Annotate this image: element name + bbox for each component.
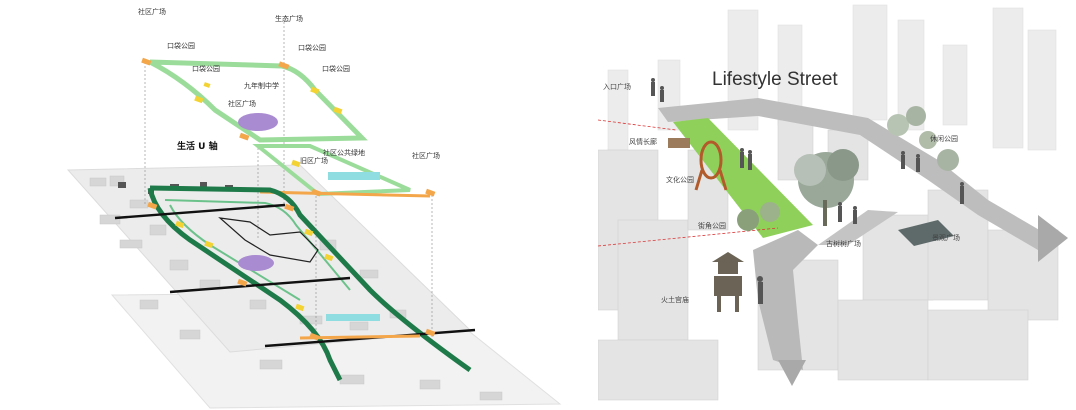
lower-orange-edge	[299, 334, 421, 340]
green-space-cyan-area	[328, 172, 380, 180]
label-school-plaza: 旧区广场	[300, 156, 328, 165]
landscape-pond	[898, 220, 954, 246]
label-community-green: 社区公共绿地	[323, 148, 365, 157]
label-landscape-plaza: 景观广场	[932, 233, 960, 242]
label-pocket-park-4: 口袋公园	[322, 64, 350, 73]
label-leisure-park: 休闲公园	[930, 134, 958, 143]
lifestyle-street-illustration: Lifestyle Street 入口广场 风情长廊 文化公园 街角公园 古树树…	[598, 0, 1076, 410]
label-pocket-park: 街角公园	[698, 221, 726, 230]
label-entrance-plaza: 入口广场	[603, 82, 631, 91]
label-pocket-park-2: 口袋公园	[298, 43, 326, 52]
guide-lines	[144, 22, 433, 340]
street-arrow-right	[1038, 215, 1068, 262]
school-purple-area-lower	[238, 255, 274, 271]
trees	[737, 106, 959, 231]
school-purple-area	[238, 113, 278, 131]
lower-nodes	[147, 201, 436, 341]
label-community-plaza-top: 社区广场	[138, 7, 166, 16]
label-culture-park: 文化公园	[666, 175, 694, 184]
street-title: Lifestyle Street	[712, 69, 838, 90]
sculpture	[694, 140, 728, 191]
street-path	[658, 98, 1068, 386]
label-folk-culture: 火土宫庙	[661, 295, 689, 304]
label-life-u-axis: 生活 U 轴	[177, 140, 218, 152]
label-pocket-park-1: 口袋公园	[167, 41, 195, 50]
label-ninth-middle-school: 九年制中学	[244, 81, 279, 90]
people	[651, 78, 964, 304]
upper-green-loop	[148, 59, 431, 198]
label-community-plaza-right: 社区广场	[412, 151, 440, 160]
label-pocket-park-3: 口袋公园	[192, 64, 220, 73]
axonometric-layer-diagram: 社区广场 生态广场 口袋公园 口袋公园 口袋公园 口袋公园 九年制中学 社区广场…	[66, 7, 562, 409]
upper-nodes	[141, 57, 436, 197]
green-space-cyan-area-lower	[326, 314, 380, 321]
label-community-square: 社区广场	[228, 99, 256, 108]
label-ecology-plaza: 生态广场	[275, 14, 303, 23]
label-ancient-tree-plaza: 古树树广场	[826, 239, 861, 248]
incense-burner	[712, 252, 744, 312]
label-scenic-corridor: 风情长廊	[629, 137, 657, 146]
scenic-pavilion	[668, 138, 690, 148]
street-arrow-down	[778, 360, 806, 386]
